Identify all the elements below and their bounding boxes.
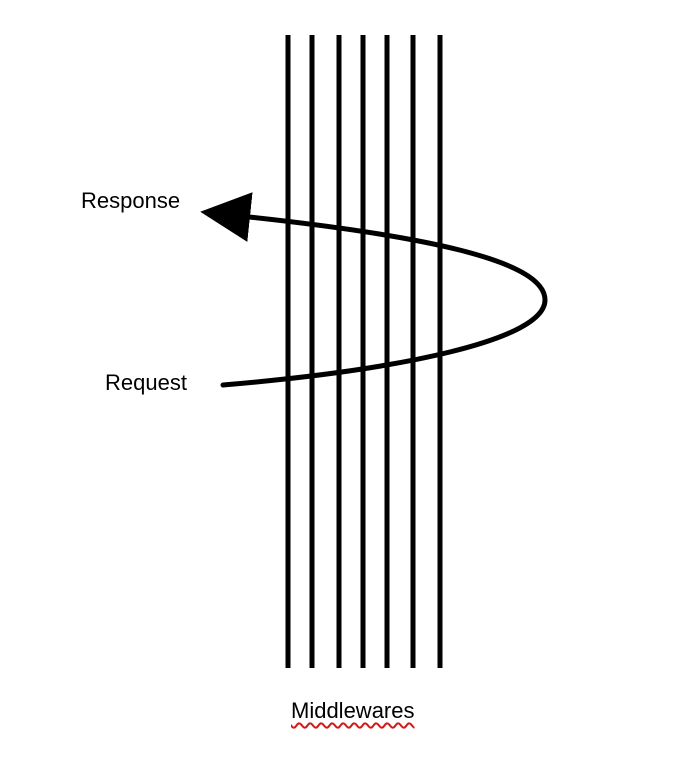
request-label: Request: [105, 370, 187, 395]
middleware-layers: [285, 35, 443, 668]
response-label: Response: [81, 188, 181, 213]
request-response-arrow: [200, 192, 548, 388]
middlewares-label: Middlewares: [291, 698, 415, 723]
